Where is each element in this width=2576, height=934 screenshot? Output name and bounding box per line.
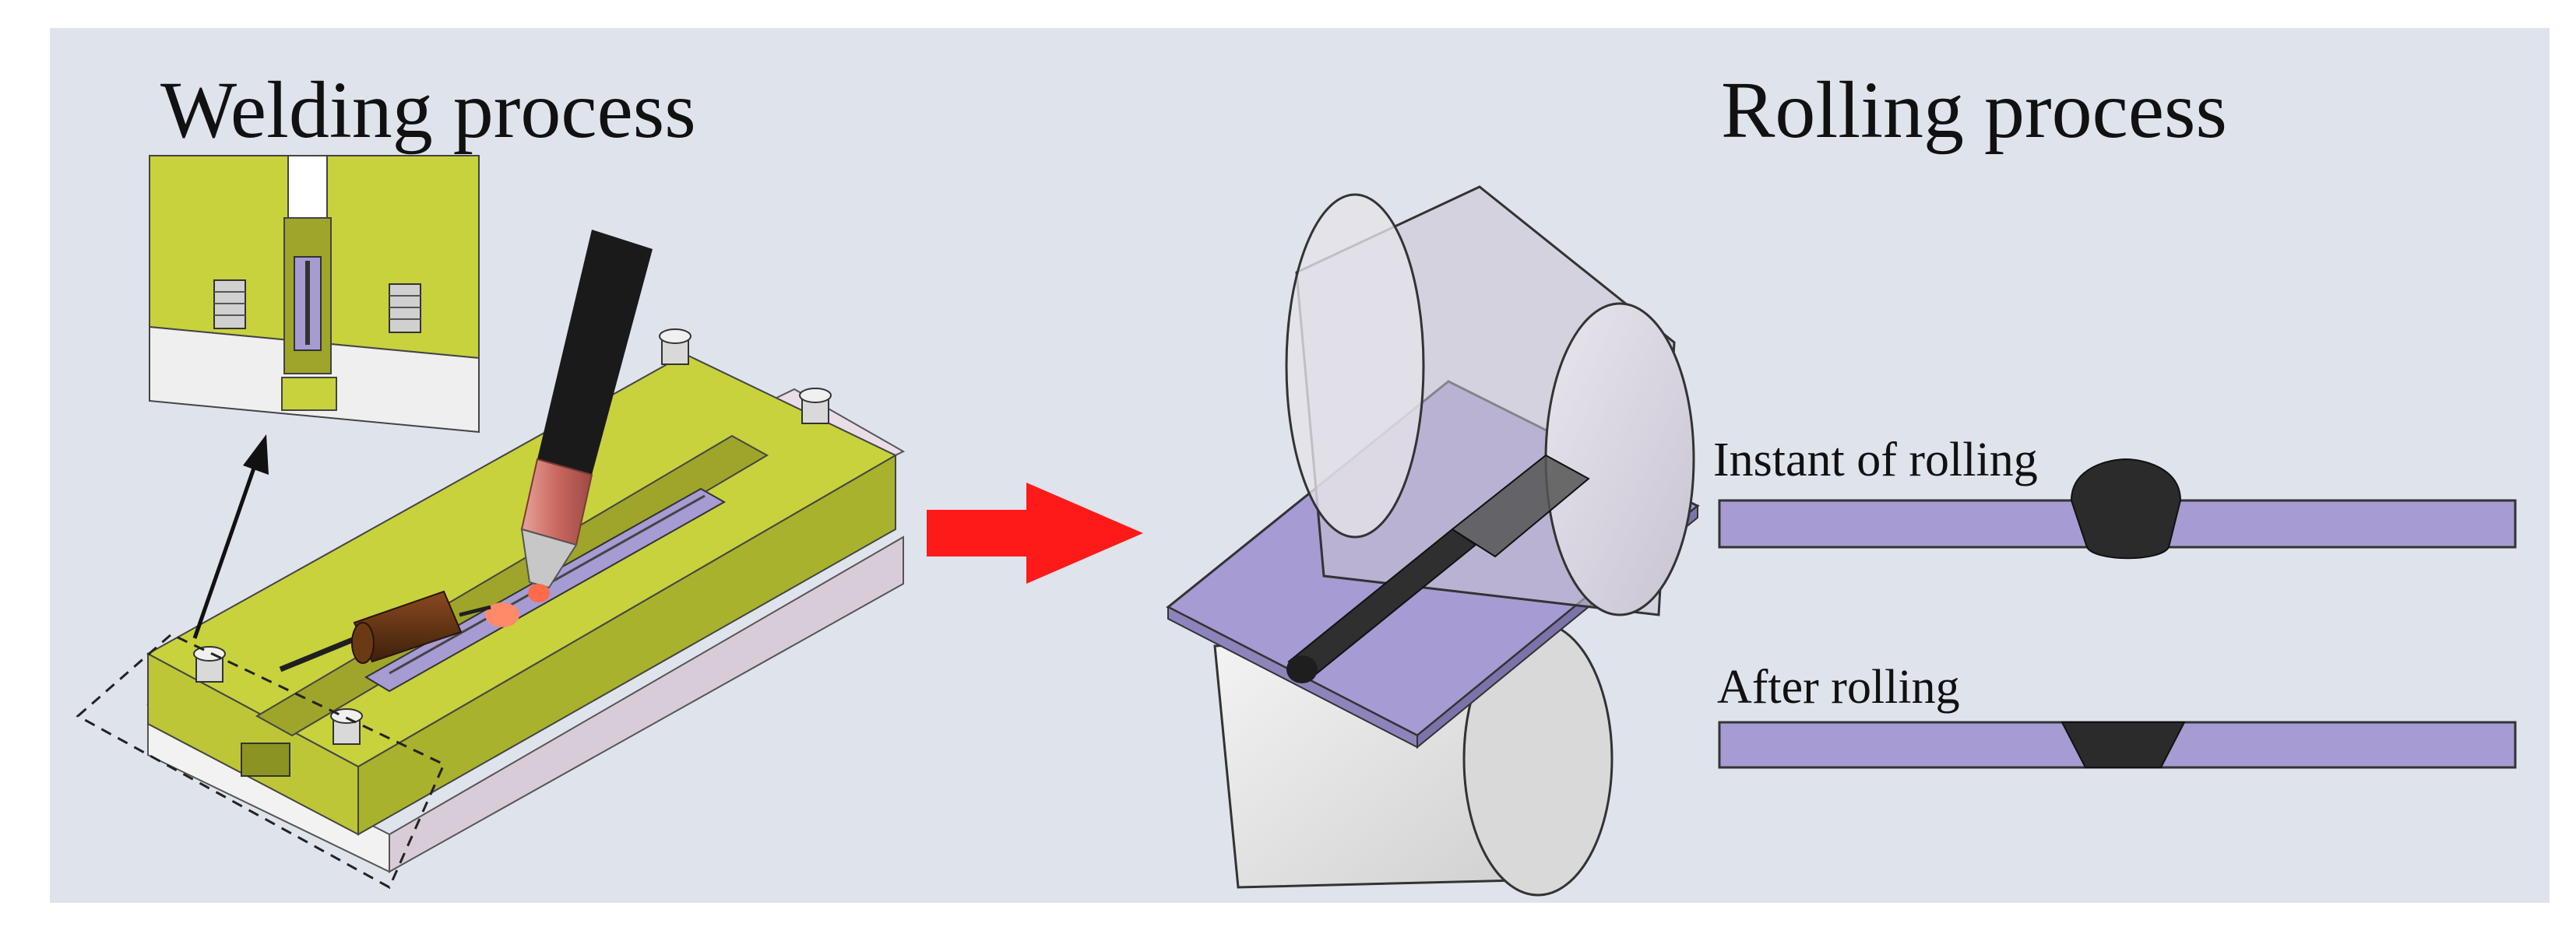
- fixture-block-side: [357, 454, 896, 836]
- welding-process-title: Welding process: [160, 65, 696, 155]
- welding-fixture: [146, 328, 906, 873]
- fixture-front-slot: [241, 743, 290, 777]
- bolt-icon: [193, 646, 226, 683]
- section-after: [1718, 721, 2517, 769]
- process-arrow-icon: [927, 483, 1143, 584]
- inset-bolt-icon: [213, 279, 246, 329]
- bolt-icon: [330, 708, 363, 745]
- rolling-process-title: Rolling process: [1721, 65, 2227, 155]
- detail-inset: [149, 155, 480, 434]
- rolled-weld-zone: [1451, 454, 1590, 558]
- welding-torch-icon: [485, 230, 653, 627]
- section-instant: [1718, 458, 2517, 560]
- bolt-icon: [799, 388, 832, 424]
- detail-arrow-icon: [192, 434, 269, 639]
- rolling-mill: [1166, 185, 1700, 897]
- fixture-base-side: [389, 535, 904, 873]
- bolt-icon: [659, 328, 692, 365]
- instant-of-rolling-label: Instant of rolling: [1713, 434, 2038, 486]
- filler-wire-icon: [279, 590, 491, 672]
- detail-region-box: [76, 633, 445, 890]
- after-rolling-label: After rolling: [1717, 661, 1960, 714]
- inset-bolt-icon: [389, 283, 421, 333]
- upper-roller: [1285, 185, 1695, 616]
